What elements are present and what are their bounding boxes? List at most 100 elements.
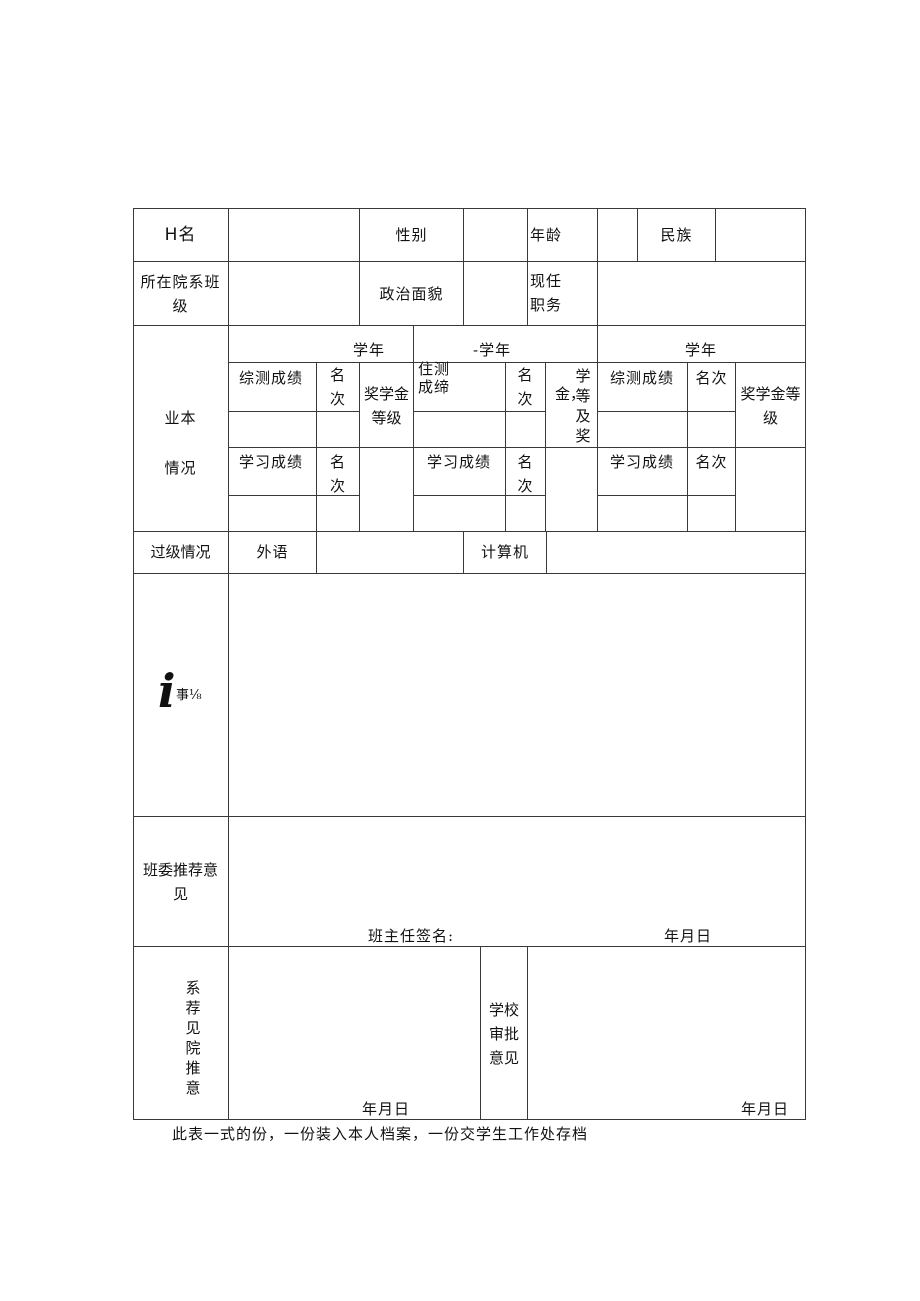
school-approval-label: 学校 审批 意见 xyxy=(488,1001,519,1067)
col-divider xyxy=(463,531,464,573)
foreign-language-field[interactable] xyxy=(317,532,463,573)
row-divider xyxy=(414,495,546,496)
year2-rank-label: 名 次 xyxy=(517,366,534,408)
year1-study-label: 学习成绩 xyxy=(239,453,304,471)
school-approval-field[interactable] xyxy=(528,947,805,1097)
col-divider xyxy=(463,208,464,325)
year1-study-rank-field[interactable] xyxy=(317,496,359,531)
row-divider xyxy=(133,325,806,326)
year3-composite-field[interactable] xyxy=(598,412,687,447)
gender-field[interactable] xyxy=(464,209,527,261)
year1-scholarship-label: 奖学金 等级 xyxy=(363,385,409,427)
footer-note: 此表一式的份，一份装入本人档案，一份交学生工作处存档 xyxy=(172,1125,589,1143)
political-status-label: 政治面貌 xyxy=(379,285,444,303)
col-divider xyxy=(687,362,688,531)
year1-study-rank-label: 名 次 xyxy=(329,453,346,495)
row-divider xyxy=(133,573,806,574)
position-label: 现任 职务 xyxy=(530,272,563,314)
dept-recommendation-field[interactable] xyxy=(229,947,480,1097)
col-divider xyxy=(715,208,716,261)
year2-scholarship-label-col2: 学等及奖 xyxy=(575,367,591,445)
row-divider xyxy=(229,362,806,363)
year3-study-rank-field[interactable] xyxy=(688,496,735,531)
col-divider xyxy=(505,362,506,531)
col-divider xyxy=(735,362,736,531)
year-divider xyxy=(413,325,414,531)
year2-study-rank-field[interactable] xyxy=(506,496,545,531)
dept-class-field[interactable] xyxy=(229,262,359,325)
academic-section-label: 业本 情况 xyxy=(164,409,197,477)
year3-rank-field[interactable] xyxy=(688,412,735,447)
col-divider xyxy=(546,531,547,573)
dept-recommendation-date: 年月日 xyxy=(362,1100,411,1118)
col-divider xyxy=(597,208,598,325)
col-divider xyxy=(545,362,546,531)
table-border-left xyxy=(133,208,134,1120)
year1-study-field[interactable] xyxy=(229,496,316,531)
name-field[interactable] xyxy=(229,209,359,261)
foreign-language-label: 外语 xyxy=(256,543,289,561)
name-label: H名 xyxy=(164,225,197,245)
year1-composite-label: 综测成绩 xyxy=(239,369,304,387)
year2-composite-field[interactable] xyxy=(414,412,505,447)
row-divider xyxy=(229,411,360,412)
col-divider xyxy=(480,946,481,1119)
year2-study-label: 学习成绩 xyxy=(427,453,492,471)
year3-study-field[interactable] xyxy=(598,496,687,531)
year3-study-rank-label: 名次 xyxy=(695,453,728,471)
year2-composite-label: 住测 成缔 xyxy=(418,360,451,396)
row-divider xyxy=(414,411,546,412)
year-divider xyxy=(597,325,598,531)
class-committee-label: 班委推荐意 见 xyxy=(142,861,218,903)
year2-rank-field[interactable] xyxy=(506,412,545,447)
year1-scholarship-field[interactable] xyxy=(360,448,413,531)
row-divider xyxy=(133,816,806,817)
political-status-field[interactable] xyxy=(464,262,527,325)
computer-field[interactable] xyxy=(547,532,805,573)
ethnicity-field[interactable] xyxy=(716,209,805,261)
year3-rank-label: 名次 xyxy=(695,369,728,387)
col-divider xyxy=(316,531,317,573)
year1-composite-field[interactable] xyxy=(229,412,316,447)
col-divider xyxy=(637,208,638,261)
deeds-field[interactable] xyxy=(229,574,805,816)
year3-study-label: 学习成绩 xyxy=(610,453,675,471)
year1-rank-field[interactable] xyxy=(317,412,359,447)
year2-study-field[interactable] xyxy=(414,496,505,531)
col-divider xyxy=(316,362,317,531)
year2-scholarship-field[interactable] xyxy=(546,448,597,531)
class-committee-field[interactable] xyxy=(229,817,805,922)
dept-class-label: 所在院系班 级 xyxy=(140,273,221,315)
certification-label: 过级情况 xyxy=(150,543,211,561)
col-divider xyxy=(359,208,360,325)
col-divider xyxy=(527,208,528,325)
year2-scholarship-label-col1: 金， xyxy=(555,385,586,403)
row-divider xyxy=(598,495,736,496)
deeds-label-suffix: 事⅛ xyxy=(176,688,202,703)
row-divider xyxy=(133,261,806,262)
position-field[interactable] xyxy=(598,262,805,325)
year3-scholarship-label: 奖学金等 级 xyxy=(740,385,801,427)
year1-label: 学年 xyxy=(353,341,386,359)
deeds-glyph: i xyxy=(158,664,176,718)
table-border-top xyxy=(133,208,806,209)
col-divider xyxy=(359,362,360,531)
col-divider xyxy=(527,946,528,1119)
table-border-right xyxy=(805,208,806,1120)
year3-composite-label: 综测成绩 xyxy=(610,369,675,387)
row-divider xyxy=(229,447,806,448)
label-column-divider xyxy=(228,208,229,1120)
age-field[interactable] xyxy=(598,209,637,261)
year3-label: 学年 xyxy=(685,341,718,359)
head-teacher-signature-label: 班主任签名: xyxy=(368,927,455,945)
class-committee-date: 年月日 xyxy=(664,927,713,945)
row-divider xyxy=(598,411,736,412)
row-divider xyxy=(133,946,806,947)
computer-label: 计算机 xyxy=(480,543,529,561)
table-border-bottom xyxy=(133,1119,806,1120)
year2-label: -学年 xyxy=(473,341,512,359)
row-divider xyxy=(133,531,806,532)
year2-study-rank-label: 名 次 xyxy=(517,453,534,495)
school-approval-date: 年月日 xyxy=(741,1100,790,1118)
year3-scholarship-field[interactable] xyxy=(736,448,805,531)
